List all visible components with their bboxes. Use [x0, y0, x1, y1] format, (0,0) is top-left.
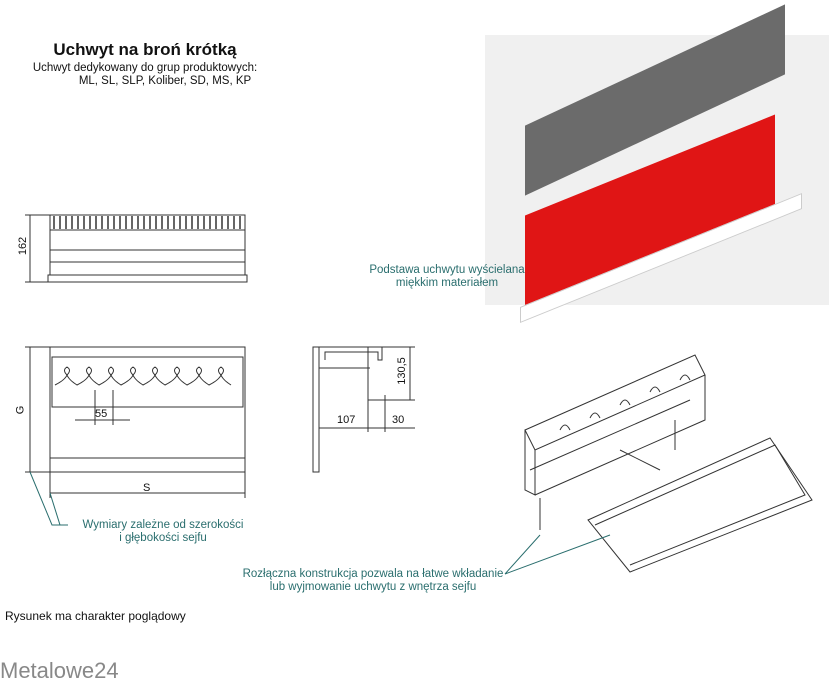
subtitle-line1: Uchwyt dedykowany do grup produktowych: — [32, 62, 258, 74]
front-view-drawing — [25, 346, 246, 526]
dim-pitch: 55 — [95, 408, 108, 420]
watermark: Metalowe24 — [0, 658, 119, 683]
page-title: Uchwyt na broń krótką — [53, 40, 237, 59]
product-photo — [485, 4, 829, 323]
dim-height: 162 — [17, 236, 30, 256]
dim-g: G — [14, 405, 27, 415]
subtitle-line2: ML, SL, SLP, Koliber, SD, MS, KP — [78, 75, 252, 87]
caption: Rysunek ma charakter poglądowy — [5, 609, 186, 623]
exploded-isometric-drawing — [504, 249, 813, 575]
dim-d1: 107 — [337, 414, 356, 426]
dim-s: S — [143, 482, 151, 494]
dim-h2: 130,5 — [395, 357, 408, 385]
side-section-drawing — [312, 346, 415, 473]
note-detachable: Rozłączna konstrukcja pozwala na łatwe w… — [242, 568, 504, 593]
dim-d2: 30 — [392, 414, 405, 426]
top-view-drawing — [25, 214, 248, 283]
